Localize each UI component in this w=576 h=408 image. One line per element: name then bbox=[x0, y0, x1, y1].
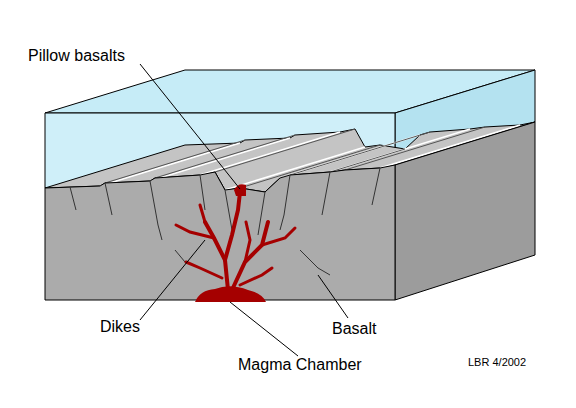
callout-label: Basalt bbox=[332, 320, 376, 338]
leader-lines bbox=[140, 64, 348, 356]
callout-label: Magma Chamber bbox=[238, 356, 362, 374]
callout-label: Dikes bbox=[100, 318, 140, 336]
dikes bbox=[176, 192, 295, 290]
block-side bbox=[395, 122, 535, 300]
pillow-basalt bbox=[234, 184, 246, 196]
fault-lines bbox=[70, 168, 380, 275]
callout-label: Pillow basalts bbox=[28, 47, 125, 65]
block-front bbox=[45, 165, 395, 300]
magma-chamber bbox=[195, 286, 266, 302]
author-note: LBR 4/2002 bbox=[468, 356, 526, 369]
